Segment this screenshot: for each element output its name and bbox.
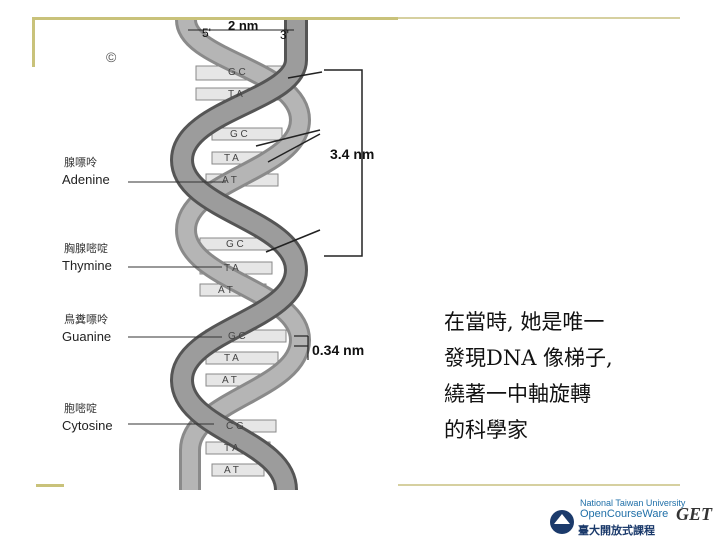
rise-bracket: [294, 335, 309, 360]
base-pair-label: A T: [222, 175, 237, 186]
slide-frame-top-right: [398, 17, 680, 19]
adenine-label: Adenine: [62, 172, 110, 187]
guanine-label: Guanine: [62, 329, 112, 344]
slide-frame-bottom-right: [398, 484, 680, 486]
ocw-logo-footer: National Taiwan University OpenCourseWar…: [548, 496, 718, 540]
three-prime-label: 3': [280, 28, 289, 42]
dna-helix-svg: [128, 18, 363, 492]
get-logo-icon: GET: [676, 504, 712, 524]
label-leader-lines: [128, 181, 226, 425]
base-pair-label: G C: [228, 67, 246, 78]
ocw-university-text: National Taiwan University: [580, 498, 686, 508]
base-pair-label: G C: [226, 239, 244, 250]
base-pair-label: T A: [224, 263, 239, 274]
pitch-bracket: [255, 69, 363, 257]
slide-frame-left: [32, 17, 35, 67]
guanine-zh-label: 鳥糞嘌呤: [64, 313, 108, 326]
base-pair-label: G C: [228, 331, 246, 342]
base-pair-label: T A: [224, 153, 239, 164]
base-pair-label: T A: [224, 443, 239, 454]
ntu-logo-icon: [550, 510, 574, 534]
base-pair-label: A T: [224, 465, 239, 476]
five-prime-label: 5': [202, 26, 211, 40]
base-pair-label: T A: [228, 89, 243, 100]
copyright-icon: ©: [106, 49, 117, 65]
slide-frame-bottom: [36, 484, 64, 487]
thymine-label: Thymine: [62, 258, 112, 273]
ocw-brand-text: OpenCourseWare: [580, 508, 669, 520]
dna-double-helix-diagram: 2 nm 5' 3' 3.4 nm 0.34 nm © 腺嘌呤 Adenine …: [62, 18, 375, 492]
ocw-chinese-text: 臺大開放式課程: [578, 524, 655, 537]
helix-width-label: 2 nm: [228, 18, 259, 33]
rung: [205, 351, 279, 365]
adenine-zh-label: 腺嘌呤: [64, 156, 97, 169]
cytosine-zh-label: 胞嘧啶: [64, 402, 97, 415]
helix-pitch-label: 3.4 nm: [330, 146, 375, 162]
thymine-zh-label: 胸腺嘧啶: [64, 242, 108, 255]
slide-frame-top: [32, 17, 398, 20]
base-rise-label: 0.34 nm: [312, 342, 365, 358]
backbone-strand-front-fill: [172, 20, 306, 492]
base-pair-label: A T: [218, 285, 233, 296]
base-pair-label: G C: [230, 129, 248, 140]
base-pair-label: T A: [224, 353, 239, 364]
base-pair-label: C G: [226, 421, 244, 432]
rung: [211, 463, 265, 477]
base-pair-label: A T: [222, 375, 237, 386]
cytosine-label: Cytosine: [62, 418, 113, 433]
slide-note-text: 在當時, 她是唯一 發現DNA 像梯子, 繞著一中軸旋轉 的科學家: [444, 310, 613, 442]
